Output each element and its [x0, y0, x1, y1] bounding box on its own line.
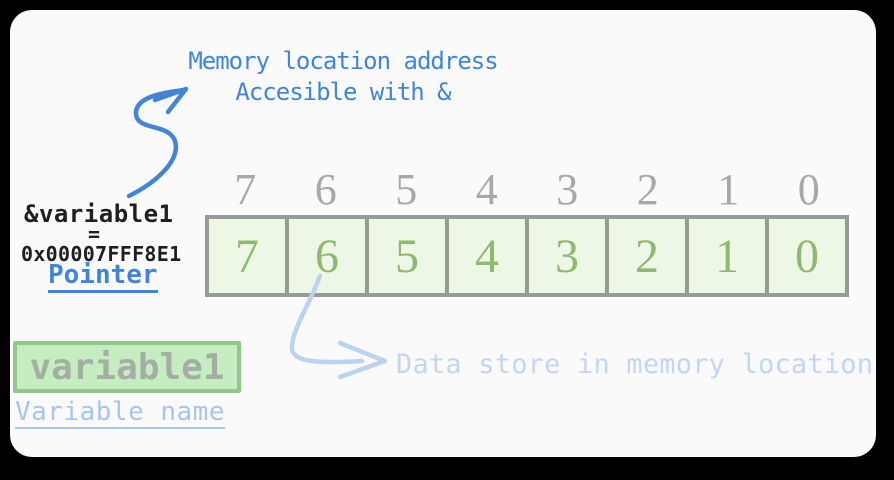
memory-index: 3: [556, 165, 579, 214]
memory-cell: 0: [765, 219, 845, 293]
memory-index: 6: [314, 165, 337, 214]
memory-index: 1: [717, 165, 740, 214]
memory-cell: 2: [605, 219, 685, 293]
pointer-address: 0x00007FFF8E1: [21, 242, 182, 266]
memory-index: 7: [234, 165, 257, 214]
memory-cell: 5: [365, 219, 445, 293]
memory-cell-row: 7 6 5 4 3 2 1 0: [205, 215, 849, 297]
address-note-line1: Memory location address: [188, 47, 498, 75]
memory-cell: 7: [209, 219, 285, 293]
memory-cell: 1: [685, 219, 765, 293]
memory-index: 0: [797, 165, 820, 214]
memory-cell: 3: [525, 219, 605, 293]
memory-cell: 6: [285, 219, 365, 293]
memory-index: 4: [475, 165, 498, 214]
equals-sign: =: [88, 222, 101, 246]
variable-name-text: variable1: [29, 346, 225, 388]
address-note-line2: Accesible with &: [235, 78, 451, 106]
data-note: Data store in memory location: [396, 349, 874, 380]
address-note: Memory location address Accesible with &: [150, 46, 536, 108]
memory-cell: 4: [445, 219, 525, 293]
pointer-caption: Pointer: [48, 262, 158, 293]
variable-name-caption: Variable name: [15, 397, 225, 429]
memory-index: 2: [636, 165, 659, 214]
memory-index: 5: [395, 165, 418, 214]
variable-name-box: variable1: [13, 341, 241, 393]
pointer-expression: &variable1: [24, 200, 174, 228]
memory-index-row: 7 6 5 4 3 2 1 0: [205, 168, 849, 212]
